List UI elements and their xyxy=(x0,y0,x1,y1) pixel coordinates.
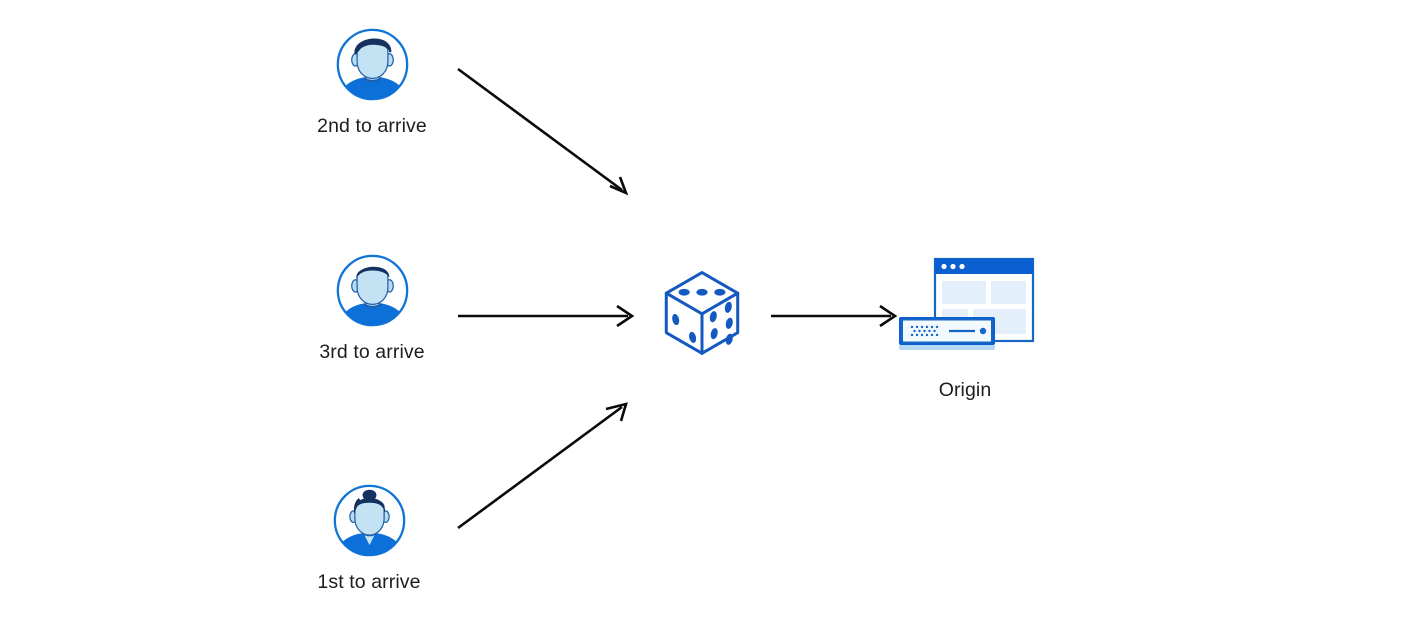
arrow-client-top-to-randomizer xyxy=(457,67,629,196)
arrow-randomizer-to-origin xyxy=(771,304,898,328)
arrow-client-bottom-to-randomizer xyxy=(457,402,628,530)
origin-server-browser-icon xyxy=(893,255,1037,365)
user-avatar-female-icon xyxy=(331,482,408,559)
server-device xyxy=(899,317,995,350)
client-node-2nd: 2nd to arrive xyxy=(308,26,436,138)
randomizer-node xyxy=(655,265,749,359)
client-node-1st: 1st to arrive xyxy=(305,482,433,594)
client-node-2nd-label: 2nd to arrive xyxy=(317,115,427,137)
client-node-3rd-label: 3rd to arrive xyxy=(319,341,425,363)
user-avatar-male-icon xyxy=(334,252,411,329)
client-node-3rd: 3rd to arrive xyxy=(305,252,439,364)
client-node-1st-label: 1st to arrive xyxy=(317,571,421,593)
user-avatar-male-icon xyxy=(334,26,411,103)
origin-node: Origin xyxy=(893,255,1037,402)
origin-node-label: Origin xyxy=(938,379,992,401)
dice-icon xyxy=(655,265,749,359)
arrow-client-middle-to-randomizer xyxy=(458,304,635,328)
